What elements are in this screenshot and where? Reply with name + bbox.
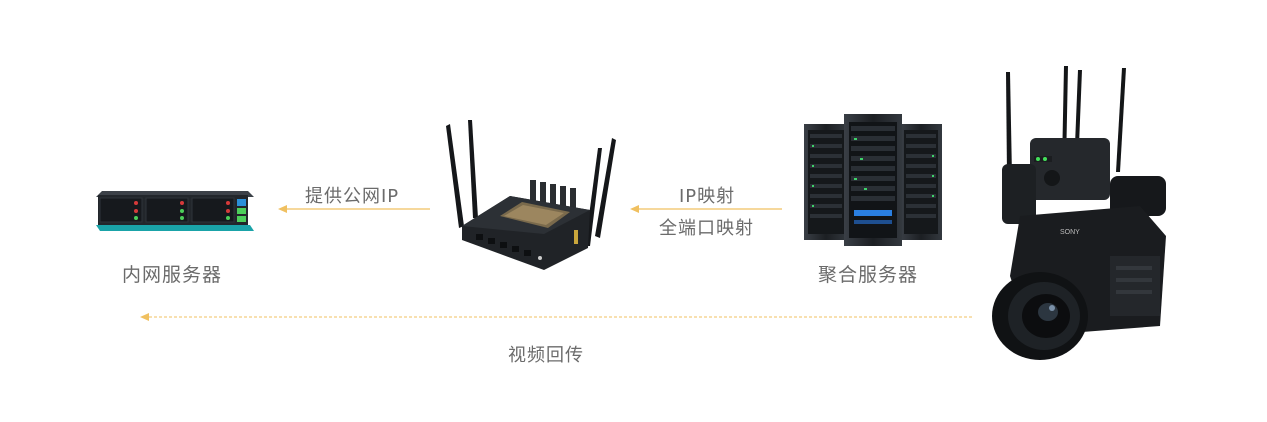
edge-label-public-ip: 提供公网IP — [305, 182, 399, 208]
edge-label-video-return: 视频回传 — [508, 341, 584, 367]
camera-icon: SONY — [990, 66, 1170, 362]
edge-label-ip-mapping: IP映射 — [679, 182, 735, 208]
aggregation-server-icon — [804, 114, 942, 246]
intranet-server-icon — [96, 183, 254, 231]
edge-label-all-port-mapping: 全端口映射 — [659, 214, 754, 240]
router-icon — [440, 118, 622, 278]
dashed-arrow-video-return — [140, 310, 972, 324]
aggregation-server-label: 聚合服务器 — [818, 260, 918, 287]
intranet-server-label: 内网服务器 — [122, 260, 222, 287]
camera-brand-text: SONY — [1060, 229, 1080, 236]
